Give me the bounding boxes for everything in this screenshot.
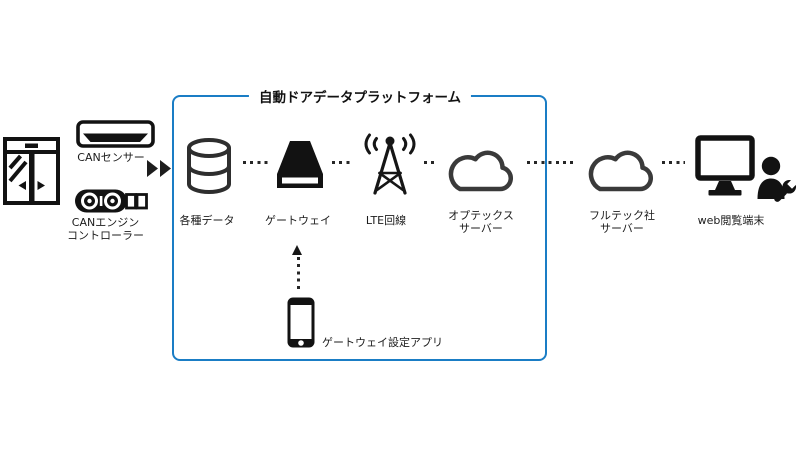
can-engine-controller-label: CANエンジン コントローラー [53,216,158,242]
dotted-link-db-gateway [243,161,269,164]
optex-server-label-line2: サーバー [459,222,503,235]
smartphone-icon [286,296,316,349]
dotted-link-gateway-lte [332,161,352,164]
fulltech-cloud-icon [583,142,657,196]
dotted-link-fulltech-terminal [662,161,685,164]
various-data-label: 各種データ [179,214,235,227]
dotted-arrow-up-icon [292,245,302,255]
optex-server-label: オプテックス サーバー [431,209,531,235]
database-icon [185,137,233,195]
fulltech-server-label-line2: サーバー [600,222,644,235]
person-with-wrench-icon [756,156,798,206]
can-sensor-icon [76,120,155,148]
gateway-label: ゲートウェイ [265,214,331,227]
can-engine-controller-label-line1: CANエンジン [71,216,140,229]
optex-server-label-line1: オプテックス [448,209,514,222]
optex-cloud-icon [443,142,517,196]
dotted-link-optex-fulltech [527,161,573,164]
monitor-icon [695,135,755,197]
platform-box-title: 自動ドアデータプラットフォーム [248,86,472,106]
can-engine-controller-label-line2: コントローラー [67,229,144,242]
gateway-icon [277,141,323,188]
web-terminal-label: web閲覧端末 [697,214,765,227]
gateway-app-label: ゲートウェイ設定アプリ [322,336,443,349]
fulltech-server-label-line1: フルテック社 [589,209,655,222]
dotted-link-lte-optex [424,161,438,164]
lte-tower-icon [355,132,425,198]
dotted-link-app-gateway [297,257,300,292]
can-engine-controller-icon [75,189,148,213]
flow-arrow-icon [147,160,173,178]
lte-label: LTE回線 [365,214,407,227]
automatic-door-icon [3,137,60,205]
can-sensor-label: CANセンサー [77,151,145,164]
fulltech-server-label: フルテック社 サーバー [572,209,672,235]
